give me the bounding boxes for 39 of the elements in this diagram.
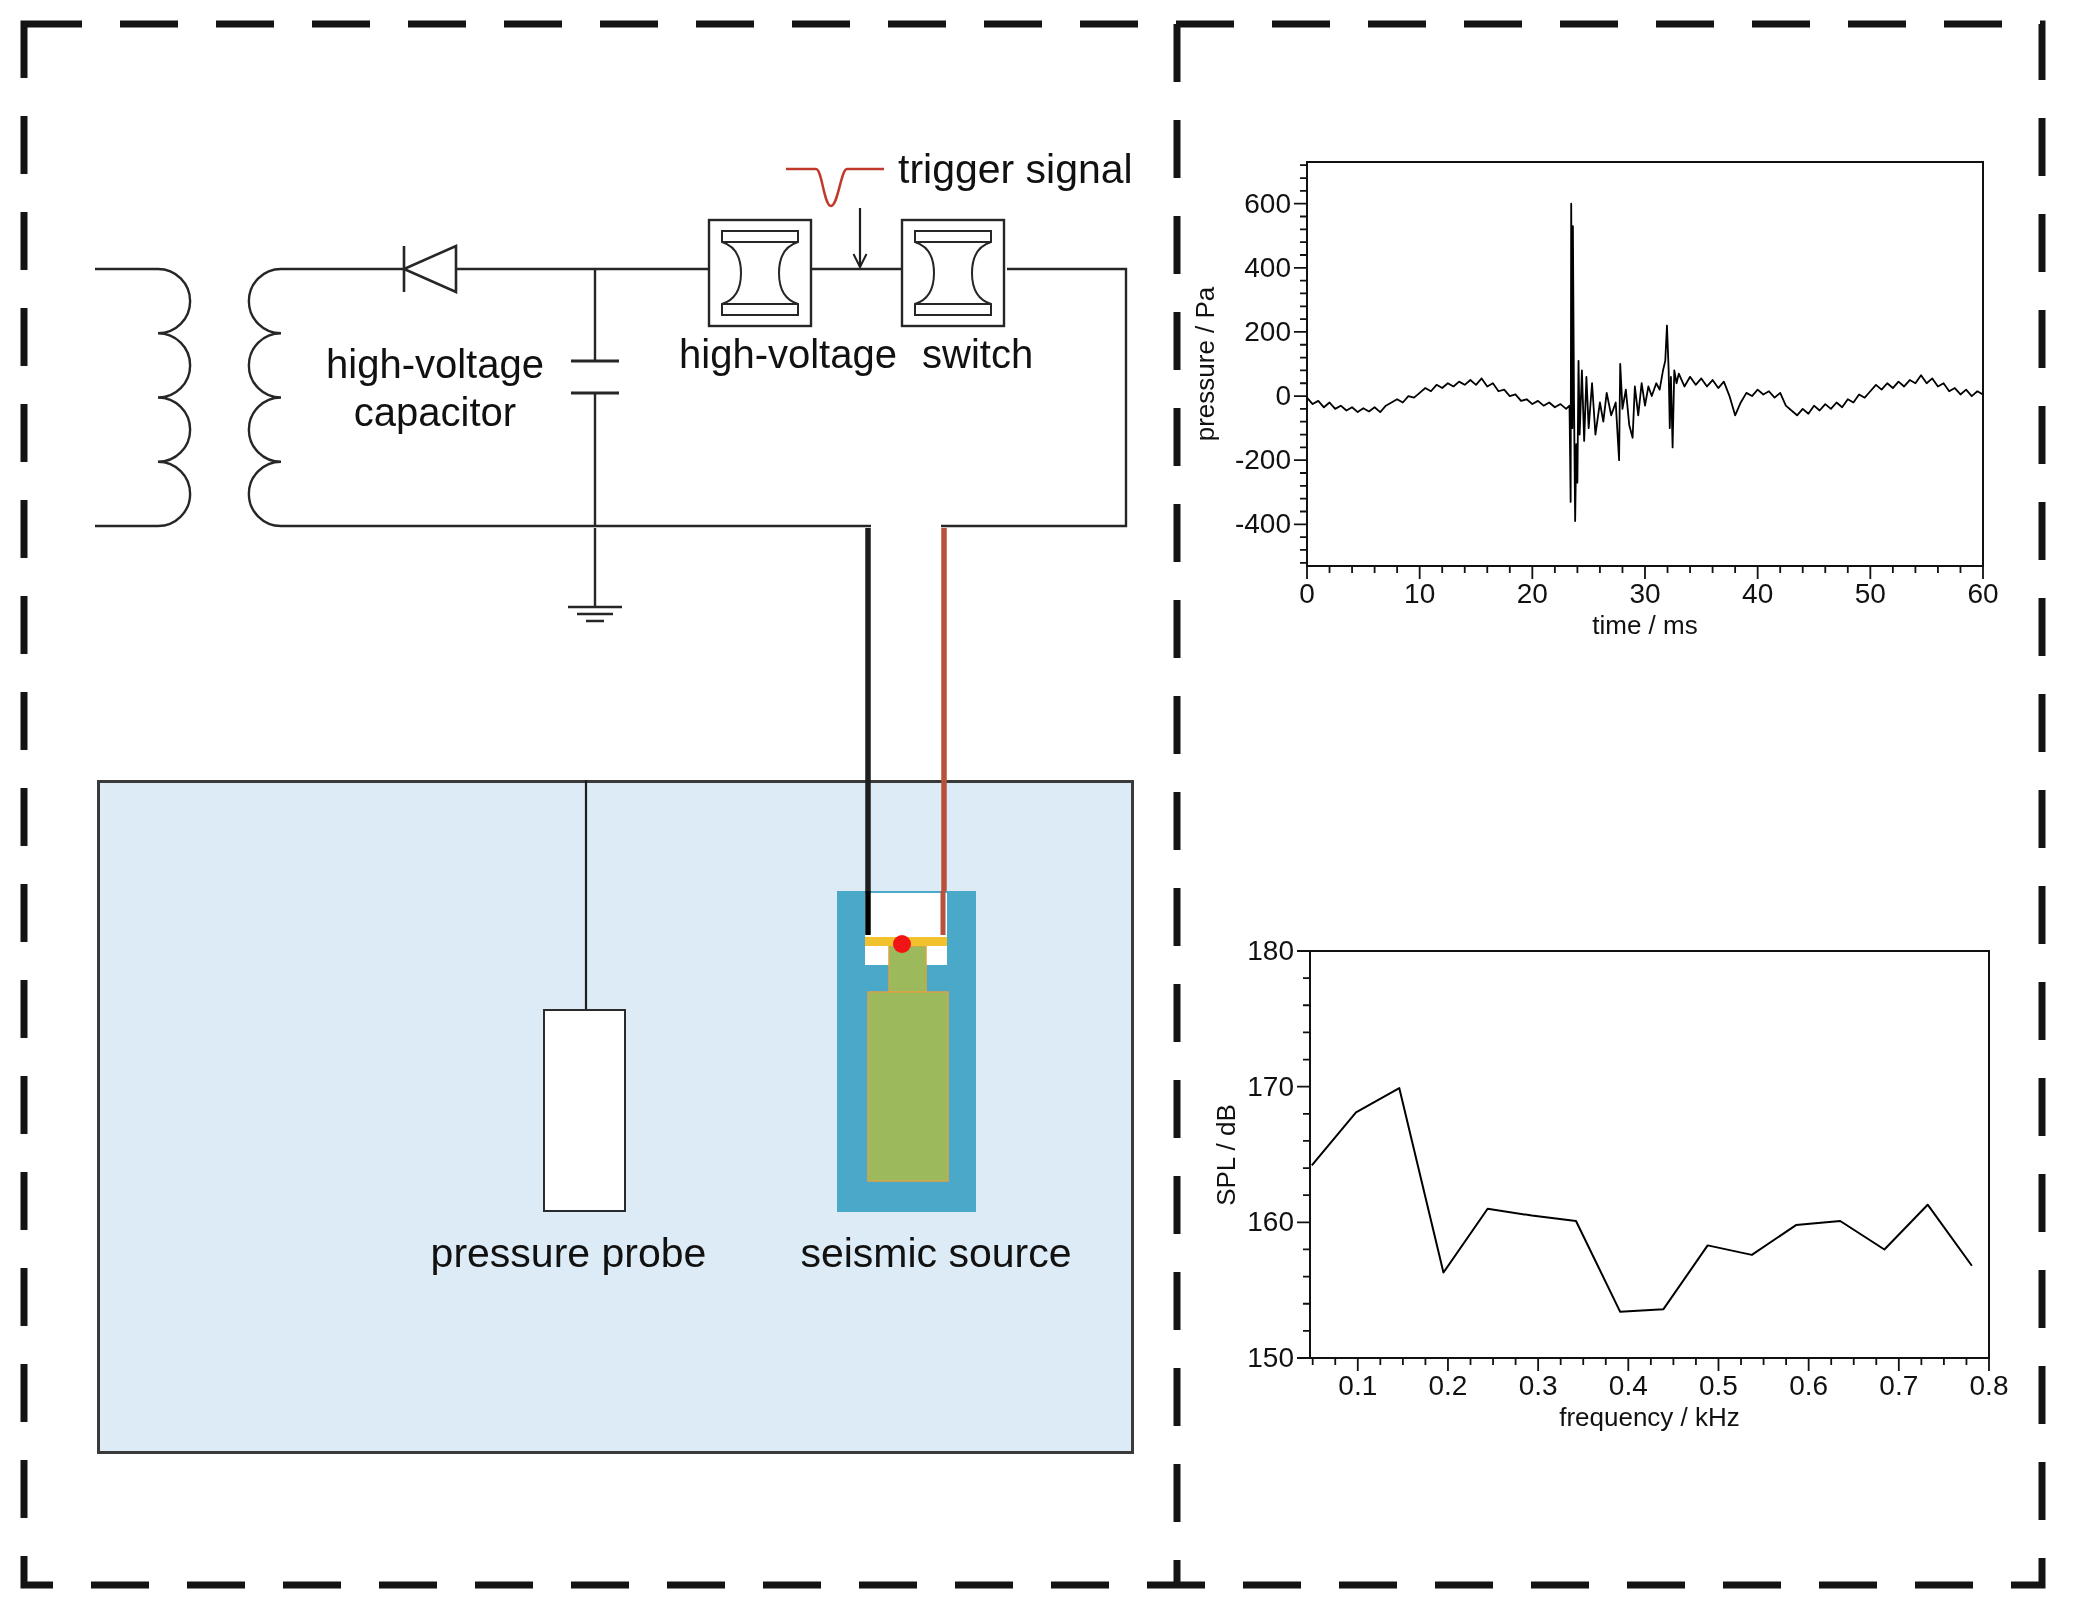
- tick-label: 50: [1854, 578, 1886, 610]
- axis-title: frequency / kHz: [1559, 1402, 1740, 1432]
- tick-label: 180: [1247, 935, 1294, 967]
- component-label: high-voltage capacitor: [325, 341, 545, 436]
- tick-label: 0.8: [1969, 1370, 2009, 1402]
- axis-title: pressure / Pa: [1190, 286, 1220, 442]
- cable: [865, 528, 871, 891]
- tick-label: 400: [1244, 251, 1291, 284]
- tick-label: 40: [1742, 578, 1774, 610]
- tick-label: 10: [1404, 578, 1436, 610]
- tick-label: 0.3: [1518, 1370, 1558, 1402]
- water-tank: [97, 780, 1134, 1454]
- tick-label: 0.4: [1608, 1370, 1648, 1402]
- tick-label: 0.7: [1879, 1370, 1919, 1402]
- tick-label: 160: [1247, 1206, 1294, 1239]
- tick-label: 200: [1244, 315, 1291, 348]
- node-label: seismic source: [799, 1230, 1073, 1277]
- tick-label: -400: [1234, 508, 1291, 541]
- node-label: pressure probe: [429, 1230, 708, 1277]
- tick-label: 600: [1244, 187, 1291, 220]
- tick-label: -200: [1234, 444, 1291, 477]
- tick-label: 0.5: [1699, 1370, 1738, 1402]
- tick-label: 60: [1967, 578, 1999, 610]
- tick-label: 0.1: [1338, 1370, 1378, 1402]
- arrow: [852, 208, 868, 268]
- axis-title: time / ms: [1592, 610, 1698, 640]
- tick-label: 170: [1247, 1070, 1294, 1103]
- axis-title: SPL / dB: [1211, 1103, 1241, 1206]
- connecting-line: [584, 780, 588, 1009]
- tick-label: 0: [1299, 578, 1315, 610]
- tick-label: 150: [1247, 1342, 1294, 1374]
- cable: [941, 528, 947, 891]
- node-label: trigger signal: [898, 146, 1133, 193]
- tick-label: 0.2: [1428, 1370, 1468, 1402]
- tick-label: 30: [1629, 578, 1661, 610]
- tick-label: 20: [1516, 578, 1548, 610]
- component-label: high-voltage switch: [679, 331, 1034, 378]
- tick-label: 0: [1275, 380, 1291, 413]
- tick-label: 0.6: [1789, 1370, 1829, 1402]
